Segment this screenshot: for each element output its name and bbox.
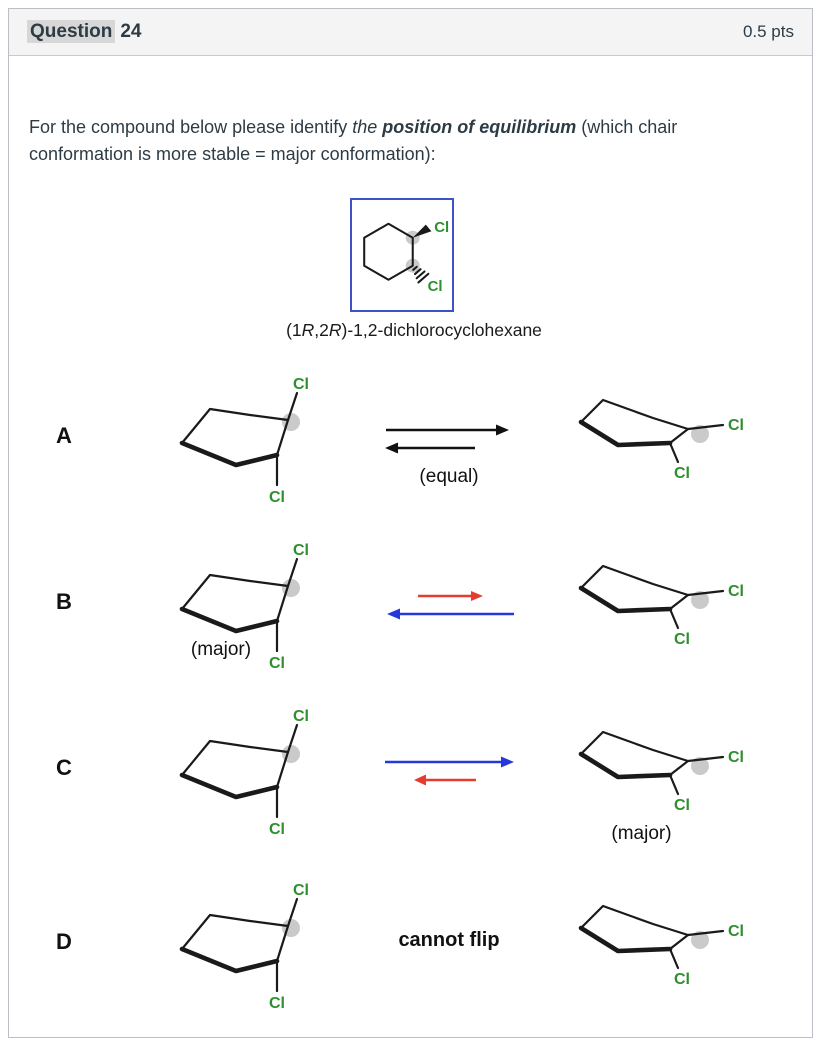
wedge-bond (412, 224, 432, 238)
forward-arrow-icon (385, 424, 509, 436)
option-d-right-chair (573, 898, 758, 998)
answer-options: A (equal) B (major) (29, 365, 792, 1021)
compound-structure-box: Cl Cl (350, 198, 454, 312)
question-text-part: For the compound below please identify (29, 117, 353, 137)
cl-label: Cl (434, 219, 449, 236)
question-text-part: (which chair conformation is more stable… (29, 117, 678, 164)
hash-bond (412, 265, 418, 271)
compound-name-r: R (328, 320, 342, 340)
cl-label: Cl (428, 278, 443, 295)
question-points: 0.5 pts (742, 22, 794, 41)
option-b-right-chair (573, 558, 758, 658)
option-letter-d: D (56, 929, 72, 954)
hash-bond (415, 270, 426, 280)
compound-structure-diagram: Cl Cl (363, 219, 449, 295)
question-text-part-bold-italic: position of equilibrium (382, 117, 577, 137)
option-c-equilibrium (379, 753, 519, 794)
option-b-equilibrium (379, 587, 519, 628)
hash-bond (417, 272, 430, 284)
option-letter-c: C (56, 755, 72, 780)
option-d-left-chair (164, 871, 314, 1021)
equilibrium-arrows-right-favored (384, 756, 514, 786)
option-row-c: C (major) (29, 697, 792, 867)
question-body: For the compound below please identify t… (9, 114, 812, 1021)
forward-arrow-icon (417, 591, 483, 601)
option-a-left-chair (164, 365, 314, 515)
forward-arrow-icon (384, 756, 514, 768)
option-row-d: D cannot flip (29, 871, 792, 1021)
compound-name-part: (1 (286, 320, 302, 340)
reverse-arrow-icon (413, 774, 476, 786)
equilibrium-arrows-left-favored (386, 591, 514, 620)
equilibrium-arrows-equal (384, 424, 509, 454)
option-row-b: B (major) (29, 531, 792, 681)
reverse-arrow-icon (384, 442, 475, 454)
option-row-a: A (equal) (29, 365, 792, 515)
option-c-left-chair (164, 697, 314, 847)
option-c-right-chair (573, 724, 758, 824)
compound-name-r: R (301, 320, 315, 340)
question-title-number: 24 (120, 21, 142, 42)
compound-name-part: )-1,2-dichlorocyclohexane (341, 320, 542, 340)
option-a-right-chair (573, 392, 758, 492)
question-text-part-italic: the (352, 117, 383, 137)
option-b-major-label: (major) (190, 639, 252, 660)
compound-name: (1R,2R)-1,2-dichlorocyclohexane (189, 320, 639, 341)
compound-name-part: ,2 (314, 320, 329, 340)
hash-bond (413, 268, 422, 276)
question-title-word: Question (27, 20, 116, 43)
option-a-equilibrium: (equal) (379, 421, 519, 488)
option-letter-a: A (56, 423, 72, 448)
cyclohexane-hexagon (363, 222, 414, 281)
option-c-major-label: (major) (611, 823, 672, 844)
cannot-flip-label: cannot flip (398, 929, 500, 951)
option-letter-b: B (56, 589, 72, 614)
question-text: For the compound below please identify t… (29, 114, 759, 168)
equal-label: (equal) (419, 466, 479, 487)
reverse-arrow-icon (386, 608, 514, 620)
